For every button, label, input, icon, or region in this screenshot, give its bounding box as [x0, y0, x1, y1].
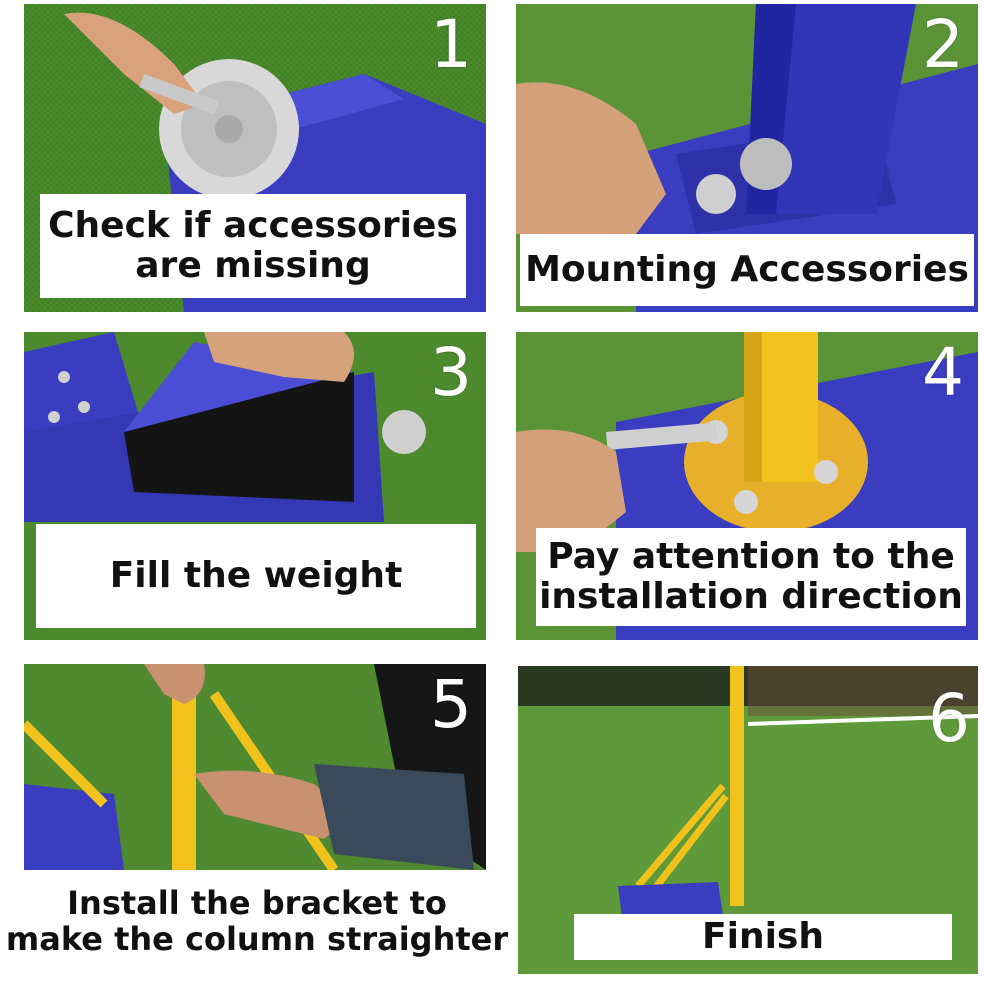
- step-4-caption-line-2: installation direction: [539, 576, 963, 617]
- step-3-caption-line-1: Fill the weight: [109, 554, 403, 596]
- step-1-panel: 1 Check if accessories are missing: [24, 4, 486, 312]
- step-5-panel: 5: [24, 664, 486, 870]
- step-1-caption-line-2: are missing: [135, 245, 371, 286]
- step-2-panel: 2 Mounting Accessories: [516, 4, 978, 312]
- step-6-caption-line-1: Finish: [702, 915, 824, 957]
- step-2-caption-line-1: Mounting Accessories: [525, 248, 969, 290]
- step-4-caption: Pay attention to the installation direct…: [536, 528, 966, 626]
- step-6-panel: 6 Finish: [518, 666, 978, 974]
- step-3-panel: 3 Fill the weight: [24, 332, 486, 640]
- step-5-photo: [24, 664, 486, 870]
- step-5-caption-line-2: make the column straighter: [5, 920, 509, 958]
- step-1-number: 1: [430, 6, 472, 83]
- step-6-number: 6: [928, 680, 970, 757]
- step-1-caption-line-1: Check if accessories: [48, 204, 458, 246]
- step-5-caption-line-1: Install the bracket to: [67, 884, 447, 923]
- step-4-panel: 4 Pay attention to the installation dire…: [516, 332, 978, 640]
- step-6-caption: Finish: [574, 914, 952, 960]
- step-5-caption: Install the bracket to make the column s…: [0, 868, 514, 976]
- step-3-number: 3: [430, 334, 472, 411]
- step-4-number: 4: [922, 334, 964, 411]
- step-1-caption: Check if accessories are missing: [40, 194, 466, 298]
- step-2-number: 2: [922, 6, 964, 83]
- step-3-caption: Fill the weight: [36, 524, 476, 628]
- step-4-caption-line-1: Pay attention to the: [547, 535, 955, 577]
- step-2-caption: Mounting Accessories: [520, 234, 974, 306]
- step-1-photo: [24, 4, 486, 312]
- step-5-number: 5: [430, 666, 472, 743]
